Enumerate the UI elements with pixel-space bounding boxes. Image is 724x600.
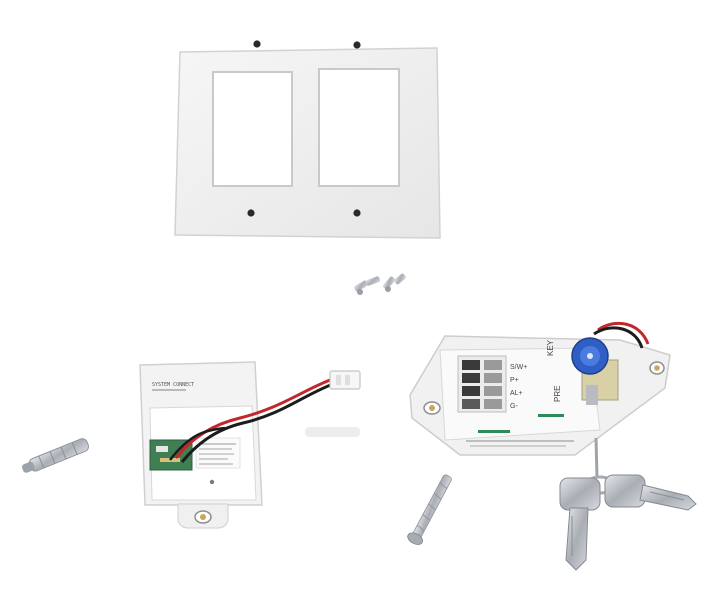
switch-label: KEY [546, 339, 555, 356]
key [604, 474, 697, 511]
module-label-text: SYSTEM CONNECT [152, 382, 194, 388]
key [559, 477, 601, 571]
wall-anchor-bolt [21, 438, 90, 473]
wire-red [174, 378, 331, 459]
key-switch-board: S/W+ P+ AL+ G- KEY PRE [409, 321, 671, 456]
plate-opening-right [318, 68, 400, 187]
long-screw [407, 474, 452, 545]
terminal-label: S/W+ [510, 364, 527, 371]
plate-screw-hole [353, 41, 361, 49]
plate-screw-hole [253, 40, 261, 48]
connector-module: SYSTEM CONNECT [139, 361, 263, 529]
terminal-label: G- [510, 403, 518, 410]
wire-connector-plug [329, 370, 361, 390]
wire-black [180, 382, 334, 463]
terminal-label: P+ [510, 377, 519, 384]
switch-label: PRE [553, 386, 562, 402]
plate-screw-hole [353, 209, 361, 217]
plate-opening-left [212, 71, 293, 187]
keys [559, 437, 697, 571]
terminal-block [457, 355, 507, 413]
terminal-label: AL+ [510, 390, 523, 397]
key-switch-cylinder [571, 337, 619, 405]
switch-wire-black [593, 326, 644, 349]
switch-wire-red [597, 321, 650, 345]
plate-screw-hole [247, 209, 255, 217]
small-screws [354, 273, 406, 295]
wall-plate [174, 40, 441, 239]
